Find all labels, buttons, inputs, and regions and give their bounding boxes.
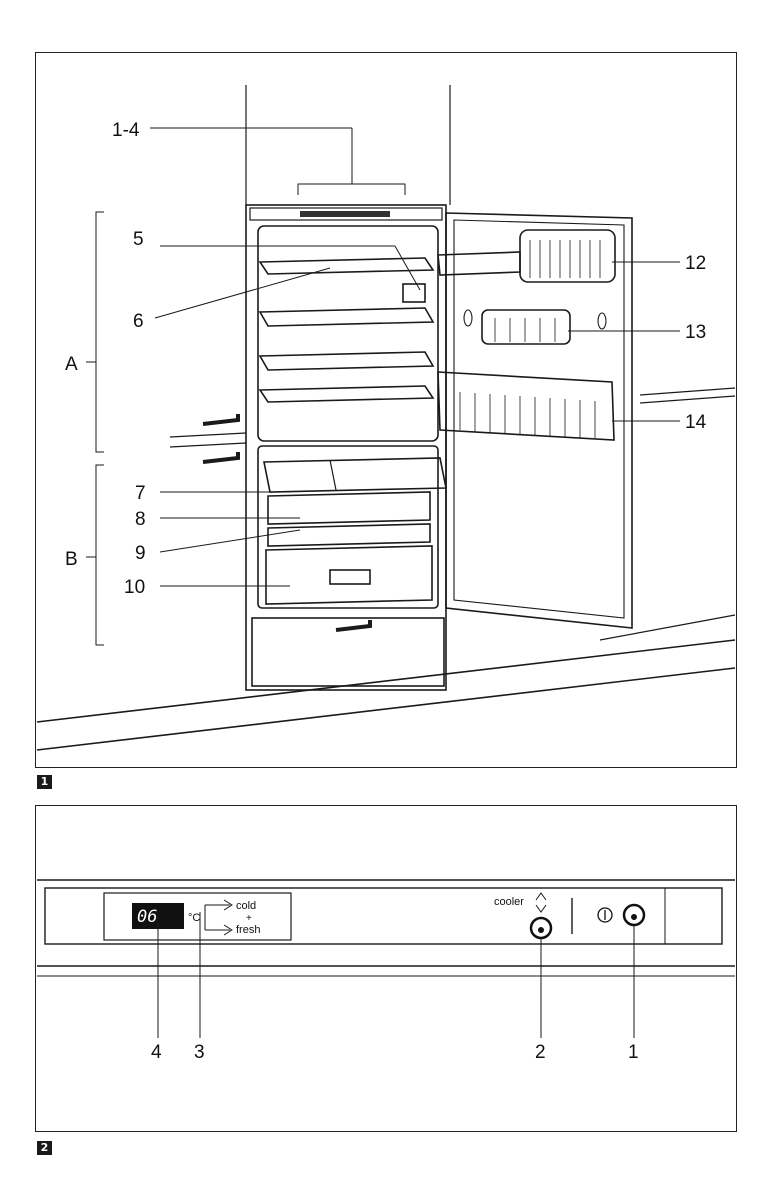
fridge-door — [446, 213, 632, 628]
rack-hatching — [460, 240, 600, 438]
callout-13: 13 — [685, 322, 706, 343]
door-rack-12 — [520, 230, 615, 282]
door-rack-small — [438, 252, 520, 275]
counter-left-bottom — [170, 443, 246, 447]
callout-10: 10 — [124, 577, 145, 598]
figure-1-badge: 1 — [37, 775, 52, 789]
counter-left-top — [170, 433, 246, 437]
callout-7: 7 — [135, 483, 146, 504]
fridge-door-inner — [454, 220, 624, 618]
counter-right-bottom — [640, 396, 735, 403]
drawer-lid-7 — [264, 458, 446, 492]
figure-2-badge: 2 — [37, 1141, 52, 1155]
shelf-small-box — [403, 284, 425, 302]
callout-14: 14 — [685, 412, 707, 433]
shelf-3 — [260, 352, 433, 370]
drawer-lid-divider — [330, 460, 336, 490]
drawer-handle-left-2 — [203, 452, 238, 462]
shelf-1 — [260, 258, 433, 274]
callout-8: 8 — [135, 509, 146, 530]
callout-1-4: 1-4 — [112, 120, 140, 141]
figure-2-frame — [35, 805, 737, 1132]
fridge-illustration — [37, 85, 735, 750]
drawer-10 — [266, 546, 432, 604]
door-rack-14 — [438, 372, 614, 440]
zone-b-label: B — [65, 549, 78, 570]
bottom-drawer-handle — [336, 620, 370, 630]
shelf-4 — [260, 386, 433, 402]
drawer-10-handle — [330, 570, 370, 584]
callout-6: 6 — [133, 311, 144, 332]
drawer-8 — [268, 492, 430, 524]
callout-12: 12 — [685, 253, 706, 274]
door-oval-left — [464, 310, 472, 326]
counter-right-top — [640, 388, 735, 395]
control-panel-mini — [300, 211, 390, 217]
drawer-9 — [268, 524, 430, 546]
shelf-2 — [260, 308, 433, 326]
door-oval-right — [598, 313, 606, 329]
callout-9: 9 — [135, 543, 146, 564]
callout-5: 5 — [133, 229, 144, 250]
zone-a-label: A — [65, 354, 78, 375]
drawer-handle-left-1 — [203, 414, 238, 424]
